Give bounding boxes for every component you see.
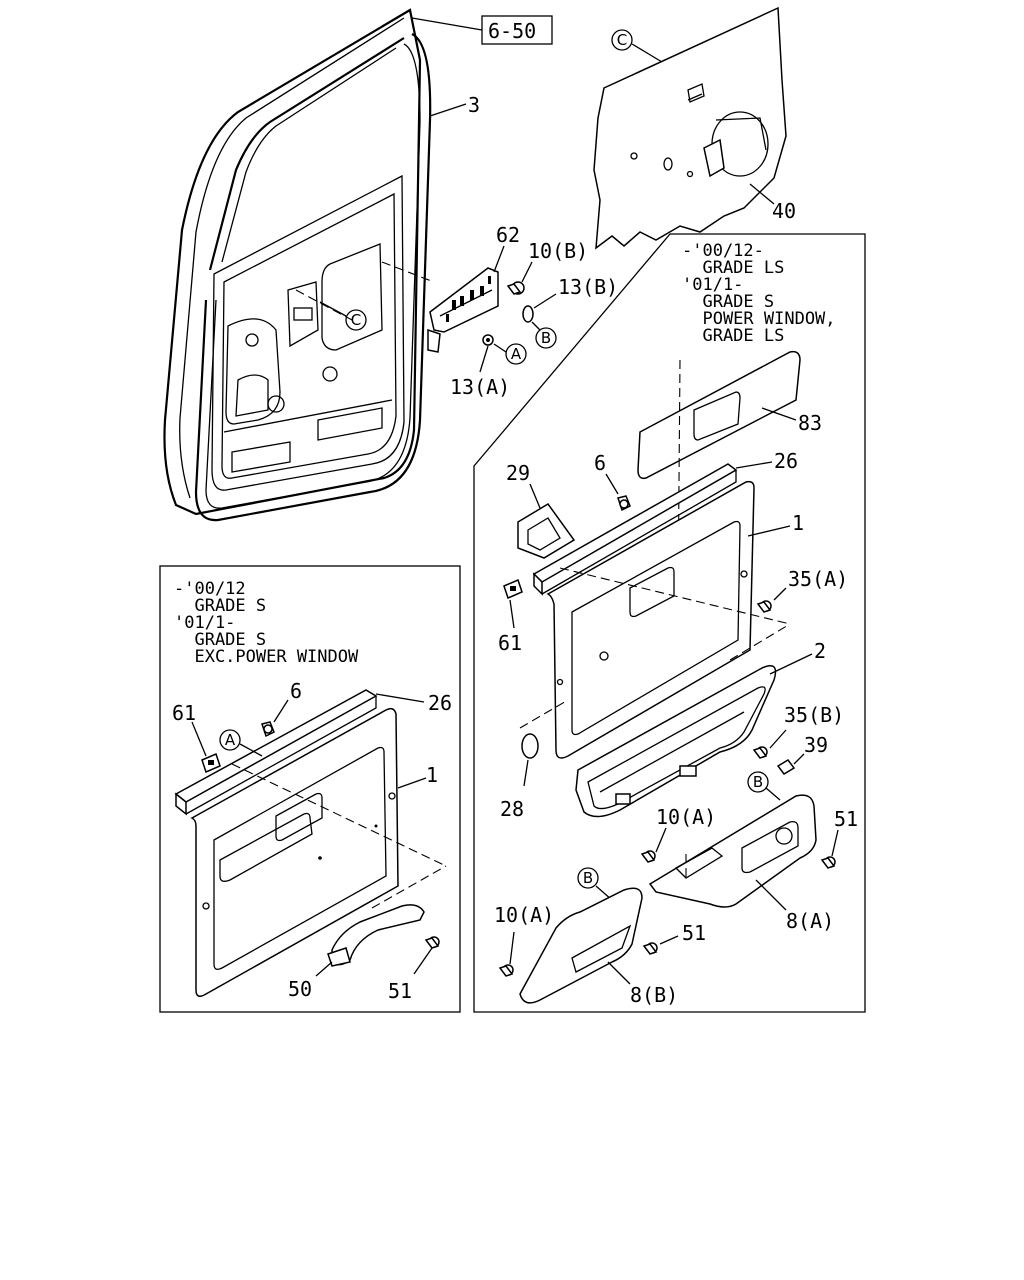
part-83-panel: [637, 350, 801, 480]
left-box-note-line-4: GRADE S: [174, 630, 266, 650]
label-part-51-bottom: 51: [682, 921, 706, 945]
label-part-1-right: 1: [792, 511, 804, 535]
screw-51-right: [820, 856, 836, 869]
screw-51-bottom: [642, 942, 658, 955]
label-6-50: 6-50: [488, 19, 536, 43]
label-part-10a-bottom: 10(A): [494, 903, 554, 927]
label-part-1-left: 1: [426, 763, 438, 787]
bolt-10b-top: [506, 281, 525, 295]
label-part-13a: 13(A): [450, 375, 510, 399]
part-8b-bezel: [519, 887, 643, 1004]
left-box-note-line-1: -'00/12: [174, 579, 246, 599]
label-part-35b: 35(B): [784, 703, 844, 727]
marker-b-right: B: [753, 773, 763, 791]
marker-a-top: A: [511, 345, 522, 363]
label-part-61-right: 61: [498, 631, 522, 655]
left-variant-box: [159, 565, 461, 1013]
part-2-armrest: [575, 665, 777, 818]
label-part-26-left: 26: [428, 691, 452, 715]
label-part-6-right: 6: [594, 451, 606, 475]
label-part-83: 83: [798, 411, 822, 435]
part-6-left: [261, 721, 275, 738]
marker-b-top: B: [541, 329, 551, 347]
screw-35b: [752, 746, 768, 759]
label-part-50: 50: [288, 977, 312, 1001]
label-part-40: 40: [772, 199, 796, 223]
label-part-61-left: 61: [172, 701, 196, 725]
clip-61-right: [503, 578, 523, 600]
left-box-note-line-2: GRADE S: [174, 596, 266, 616]
marker-c-sheet: C: [617, 31, 627, 49]
label-part-8b: 8(B): [630, 983, 678, 1007]
screw-51-left: [424, 936, 440, 949]
left-box-note-line-5: EXC.POWER WINDOW: [174, 647, 359, 667]
screw-35a: [756, 600, 772, 613]
clip-61-left: [201, 752, 221, 774]
label-part-26-right: 26: [774, 449, 798, 473]
door-shell: [163, 8, 432, 522]
marker-b-lower: B: [583, 869, 593, 887]
label-part-13b: 13(B): [558, 275, 618, 299]
right-box-note-line-1: -'00/12-: [682, 241, 764, 261]
screw-10a-right: [640, 850, 656, 863]
label-part-3: 3: [468, 93, 480, 117]
right-variant-box: [473, 233, 866, 1013]
right-box-note-line-2: GRADE LS: [682, 258, 784, 278]
right-box-note-line-3: '01/1-: [682, 275, 743, 295]
right-box-note-line-5: POWER WINDOW,: [682, 309, 836, 329]
label-part-51-right: 51: [834, 807, 858, 831]
right-box-note-line-4: GRADE S: [682, 292, 774, 312]
label-part-51-left: 51: [388, 979, 412, 1003]
screw-10a-bottom: [498, 964, 514, 977]
label-part-39: 39: [804, 733, 828, 757]
part-29-pad: [517, 503, 576, 559]
part-8a-switch-bezel: [648, 794, 817, 908]
label-part-10a-right: 10(A): [656, 805, 716, 829]
clip-13a: [482, 334, 494, 346]
label-part-2: 2: [814, 639, 826, 663]
part-6-right: [617, 495, 631, 512]
part-26-molding-left: [174, 689, 378, 816]
label-part-28: 28: [500, 797, 524, 821]
label-part-62: 62: [496, 223, 520, 247]
part-1-trim-left: [190, 707, 399, 997]
marker-c-door: C: [351, 311, 361, 329]
label-part-10b-top: 10(B): [528, 239, 588, 263]
part-26-molding-right: [532, 463, 738, 596]
label-part-35a: 35(A): [788, 567, 848, 591]
right-box-note-line-6: GRADE LS: [682, 326, 784, 346]
part-40-sheet: [593, 6, 787, 250]
part-50-pull-handle: [327, 904, 425, 967]
part-62-bracket: [427, 267, 499, 353]
marker-a-left: A: [225, 731, 236, 749]
label-part-29: 29: [506, 461, 530, 485]
label-part-6-left: 6: [290, 679, 302, 703]
reference-box-6-50: 6-50: [411, 15, 553, 45]
left-box-note-line-3: '01/1-: [174, 613, 235, 633]
label-part-8a: 8(A): [786, 909, 834, 933]
